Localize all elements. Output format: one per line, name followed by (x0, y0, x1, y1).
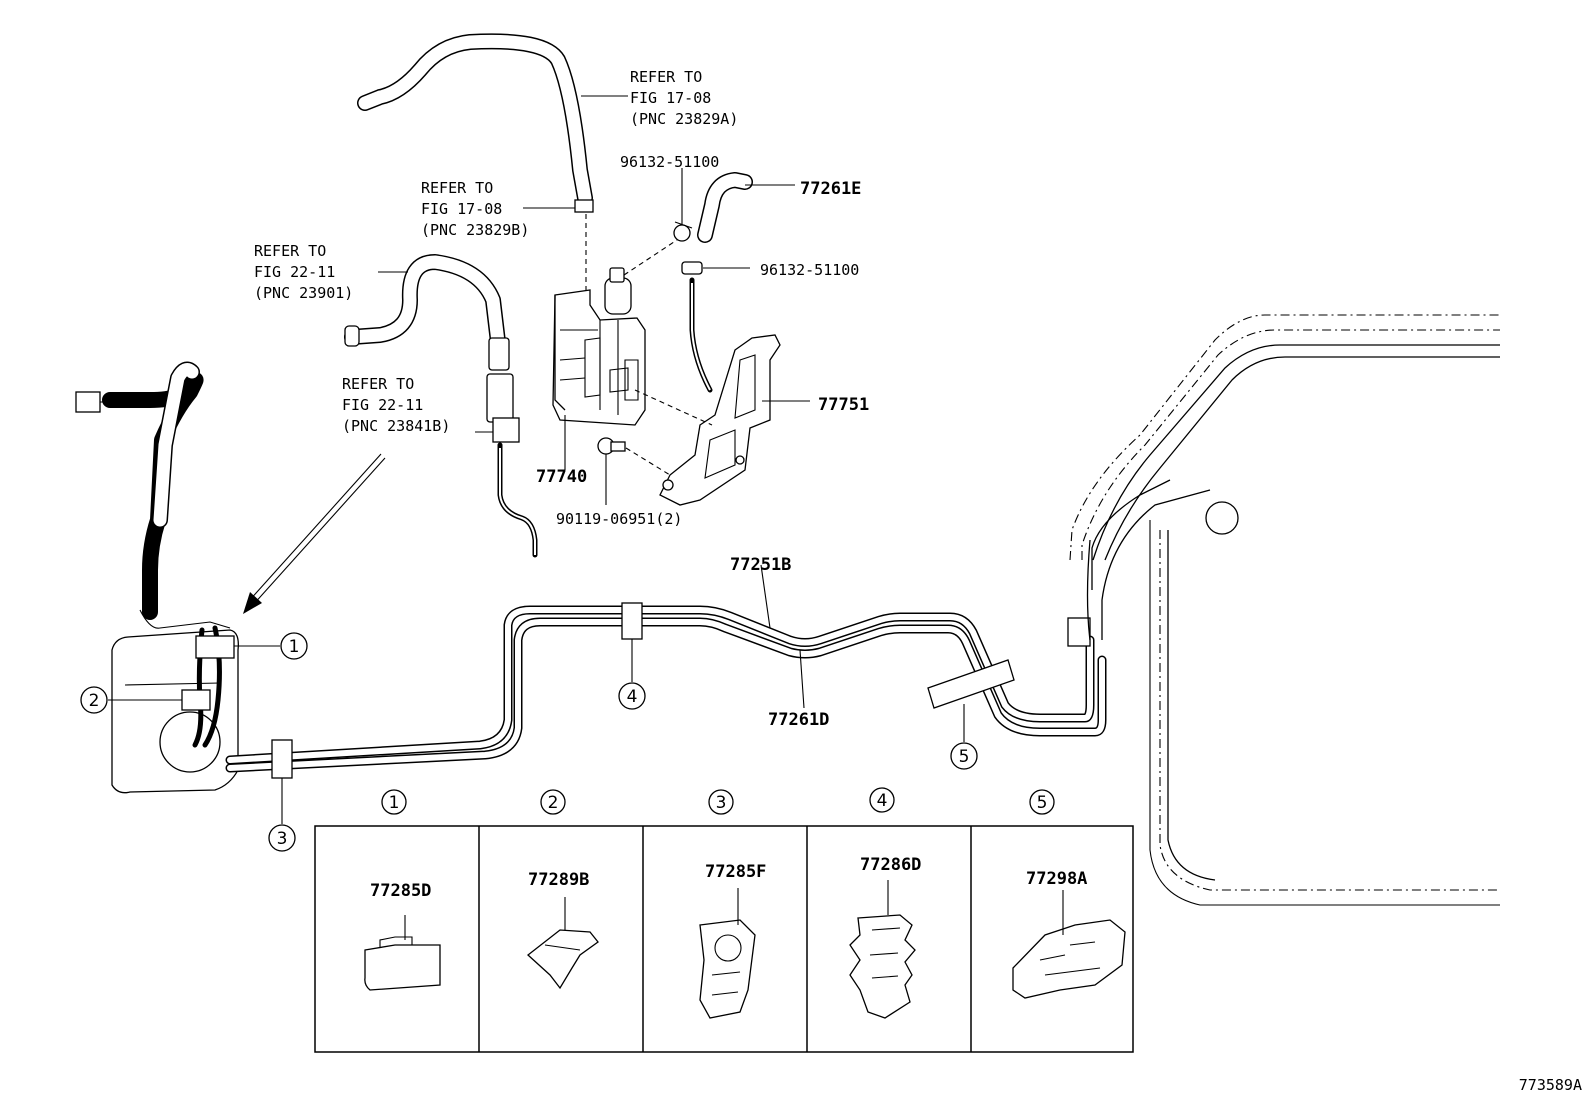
table-part-5: 77298A (1026, 869, 1087, 889)
svg-text:3: 3 (716, 793, 727, 813)
callout-2-text: 2 (89, 691, 100, 711)
svg-text:2: 2 (548, 793, 559, 813)
part-77261e-label: 77261E (800, 179, 861, 199)
ref-2-line2: FIG 17-08 (421, 200, 502, 218)
ref-4-line2: FIG 22-11 (342, 396, 423, 414)
table-marker-4: 4 (869, 787, 895, 813)
part-77751-label: 77751 (818, 395, 869, 415)
clip-marker-2 (181, 689, 211, 711)
table-part-1: 77285D (370, 881, 431, 901)
callout-3-text: 3 (277, 829, 288, 849)
ref-1-line1: REFER TO (630, 68, 702, 86)
callout-4-text: 4 (627, 687, 638, 707)
part-90119-label: 90119-06951(2) (556, 510, 682, 528)
clip-77298a-shape (1012, 890, 1126, 999)
canister-bracket (659, 334, 781, 506)
svg-text:1: 1 (389, 793, 400, 813)
clip-77289b-shape (526, 897, 599, 990)
callout-1-text: 1 (289, 637, 300, 657)
body-outline (1069, 314, 1500, 906)
ref-3-line1: REFER TO (254, 242, 326, 260)
charcoal-canister (552, 267, 646, 426)
direction-arrow (243, 453, 386, 614)
hose-77261e (697, 172, 753, 243)
part-77251b-label: 77251B (730, 555, 791, 575)
callout-5: 5 (950, 742, 978, 770)
upper-vent-hose (357, 33, 593, 206)
ref-3-line2: FIG 22-11 (254, 263, 335, 281)
fuel-lines (225, 605, 1107, 773)
clip-77286d-shape (849, 880, 916, 1019)
ref-1-line2: FIG 17-08 (630, 89, 711, 107)
ref-4-line3: (PNC 23841B) (342, 417, 450, 435)
clip-marker-1 (195, 635, 235, 659)
table-marker-5: 5 (1029, 789, 1055, 815)
part-96132-top-label: 96132-51100 (620, 153, 719, 171)
clip-table (314, 825, 1134, 1053)
ref-4-line1: REFER TO (342, 375, 414, 393)
clip-96132-top (673, 221, 693, 242)
svg-text:5: 5 (1037, 793, 1048, 813)
callout-3: 3 (268, 824, 296, 852)
part-96132-right-label: 96132-51100 (760, 261, 859, 279)
table-marker-3: 3 (708, 789, 734, 815)
clip-marker-joint (1067, 617, 1091, 647)
filler-pipe (75, 361, 204, 620)
purge-hose (344, 254, 510, 371)
callout-4: 4 (618, 682, 646, 710)
table-part-3: 77285F (705, 862, 766, 882)
callout-2: 2 (80, 686, 108, 714)
diagram-id: 773589A (1519, 1076, 1582, 1094)
bolt (597, 437, 626, 455)
clip-marker-5 (927, 659, 1015, 709)
table-marker-1: 1 (381, 789, 407, 815)
table-marker-2: 2 (540, 789, 566, 815)
clip-77285f-shape (699, 888, 756, 1019)
clip-marker-3 (271, 739, 293, 779)
part-77261d-label: 77261D (768, 710, 829, 730)
clip-77285d-shape (364, 915, 441, 991)
callout-1: 1 (280, 632, 308, 660)
table-part-4: 77286D (860, 855, 921, 875)
svg-text:4: 4 (877, 791, 888, 811)
ref-1-line3: (PNC 23829A) (630, 110, 738, 128)
ref-2-line3: (PNC 23829B) (421, 221, 529, 239)
ref-2-line1: REFER TO (421, 179, 493, 197)
vsv-connector (475, 373, 538, 558)
hose-clamp (574, 199, 594, 213)
ref-3-line3: (PNC 23901) (254, 284, 353, 302)
table-part-2: 77289B (528, 870, 589, 890)
clip-96132-right (681, 261, 703, 275)
callout-5-text: 5 (959, 747, 970, 767)
part-77740-label: 77740 (536, 467, 587, 487)
fuel-tank (111, 609, 239, 794)
clip-marker-4 (621, 602, 643, 640)
